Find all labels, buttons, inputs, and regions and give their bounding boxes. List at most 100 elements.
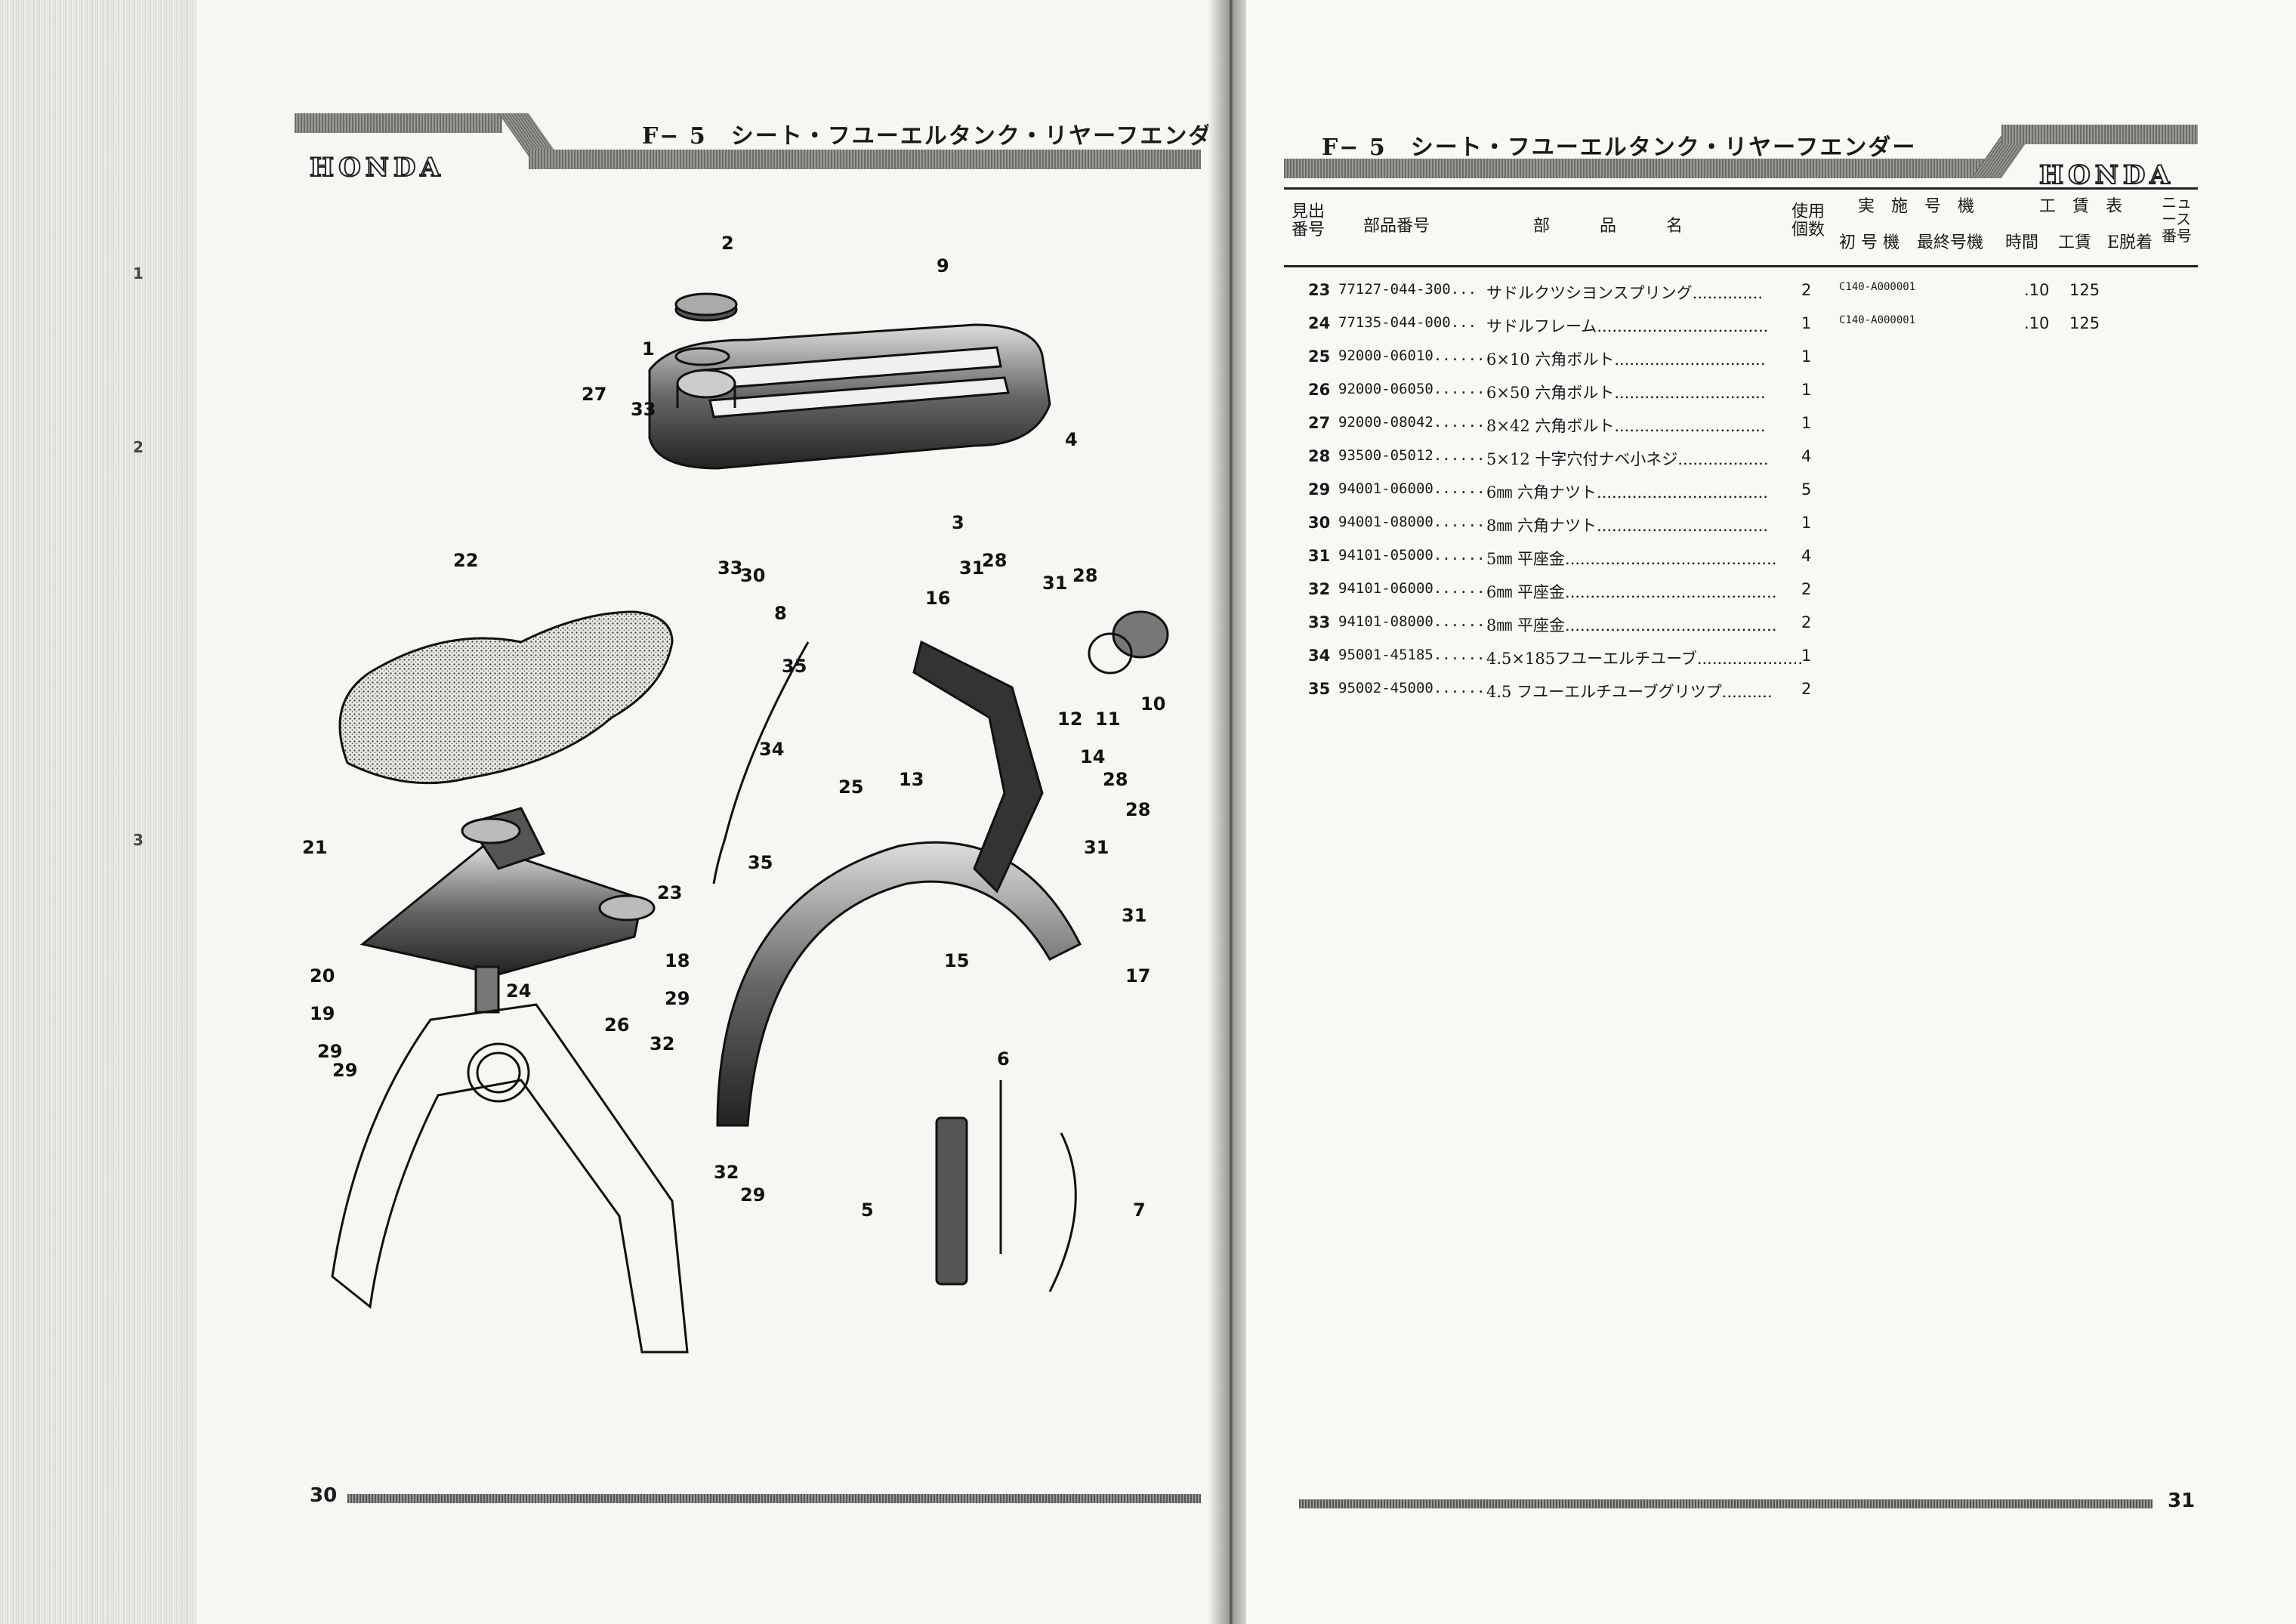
row-quantity: 1 bbox=[1801, 381, 1812, 399]
callout-label: 1 bbox=[642, 338, 655, 360]
row-part-name: 4.5 フユーエルチユーブグリツプ.......... bbox=[1486, 683, 1773, 701]
margin-mark: 1 bbox=[133, 264, 144, 283]
row-time: .10 bbox=[2024, 314, 2050, 332]
row-part-name: 6㎜ 六角ナツト................................… bbox=[1486, 483, 1768, 502]
parts-table-header: 見出 番号 部品番号 部 品 名 使用 個数 実 施 号 機 初 号 機 最終号… bbox=[1284, 187, 2198, 267]
row-quantity: 2 bbox=[1801, 580, 1812, 598]
row-index: 23 bbox=[1308, 281, 1331, 299]
row-part-number: 92000-06050...... bbox=[1338, 381, 1486, 397]
row-part-number: 94101-05000...... bbox=[1338, 547, 1486, 563]
callout-label: 16 bbox=[925, 588, 950, 609]
row-quantity: 4 bbox=[1801, 447, 1812, 465]
row-part-number: 95001-45185...... bbox=[1338, 647, 1486, 663]
row-index: 31 bbox=[1308, 547, 1331, 565]
footer-band bbox=[347, 1494, 1201, 1503]
callout-label: 19 bbox=[310, 1003, 335, 1024]
callout-label: 20 bbox=[310, 965, 335, 986]
row-first-serial: C140-A000001 bbox=[1839, 314, 1916, 326]
callout-label: 29 bbox=[740, 1184, 765, 1206]
row-part-name: 8㎜ 六角ナツト................................… bbox=[1486, 517, 1768, 535]
callout-label: 32 bbox=[650, 1033, 674, 1054]
row-part-number: 94101-08000...... bbox=[1338, 613, 1486, 630]
row-part-number: 94101-06000...... bbox=[1338, 580, 1486, 597]
row-index: 32 bbox=[1308, 580, 1331, 598]
col-part-no: 部品番号 bbox=[1363, 217, 1430, 236]
row-part-number: 94001-08000...... bbox=[1338, 514, 1486, 530]
col-index: 見出 番号 bbox=[1292, 202, 1325, 239]
row-part-name: 5×12 十字穴付ナベ小ネジ.................. bbox=[1486, 450, 1769, 468]
callout-label: 30 bbox=[740, 565, 765, 586]
row-index: 24 bbox=[1308, 314, 1331, 332]
col-name: 部 品 名 bbox=[1533, 217, 1683, 236]
col-labor-group: 工 賃 表 bbox=[2039, 197, 2123, 216]
col-last-no: 最終号機 bbox=[1917, 233, 1984, 252]
table-row: 30 94001-08000......8㎜ 六角ナツト.............… bbox=[1284, 514, 2198, 544]
callout-label: 3 bbox=[952, 512, 964, 533]
col-first-no: 初 号 機 bbox=[1839, 233, 1899, 252]
row-quantity: 2 bbox=[1801, 613, 1812, 631]
row-part-name: 6×10 六角ボルト.............................. bbox=[1486, 350, 1766, 369]
callout-label: 28 bbox=[1072, 565, 1097, 586]
row-index: 26 bbox=[1308, 381, 1331, 399]
row-first-serial: C140-A000001 bbox=[1839, 281, 1916, 293]
callout-label: 15 bbox=[944, 950, 969, 971]
header-band bbox=[1284, 159, 1986, 178]
callout-label: 35 bbox=[748, 852, 773, 873]
row-part-name: サドルフレーム.................................… bbox=[1486, 317, 1769, 335]
col-time: 時間 bbox=[2005, 233, 2039, 252]
row-quantity: 2 bbox=[1801, 281, 1812, 299]
row-index: 34 bbox=[1308, 647, 1331, 665]
row-time: .10 bbox=[2024, 281, 2050, 299]
row-quantity: 1 bbox=[1801, 647, 1812, 665]
callout-label: 25 bbox=[838, 776, 863, 798]
right-page bbox=[1246, 0, 2296, 1624]
callout-label: 32 bbox=[714, 1162, 739, 1183]
page-edges bbox=[0, 0, 196, 1624]
page-number: 31 bbox=[2168, 1490, 2196, 1512]
page-title: F− 5 シート・フユーエルタンク・リヤーフエンダー bbox=[1322, 134, 1917, 161]
row-index: 35 bbox=[1308, 680, 1331, 698]
callout-label: 21 bbox=[302, 837, 327, 858]
row-cost: 125 bbox=[2069, 314, 2100, 332]
callout-label: 10 bbox=[1140, 693, 1165, 715]
col-e-removal: E脱着 bbox=[2107, 233, 2153, 252]
page-title: F− 5 シート・フユーエルタンク・リヤーフエンダー bbox=[642, 123, 1237, 150]
row-quantity: 5 bbox=[1801, 480, 1812, 499]
row-part-name: 4.5×185フユーエルチユーブ..................... bbox=[1486, 650, 1803, 668]
row-part-number: 92000-06010...... bbox=[1338, 347, 1486, 364]
callout-label: 33 bbox=[631, 399, 656, 420]
col-qty: 使用 個数 bbox=[1791, 202, 1825, 239]
row-quantity: 4 bbox=[1801, 547, 1812, 565]
row-part-number: 93500-05012...... bbox=[1338, 447, 1486, 464]
row-index: 28 bbox=[1308, 447, 1331, 465]
callout-label: 7 bbox=[1133, 1199, 1146, 1221]
row-quantity: 1 bbox=[1801, 414, 1812, 432]
callout-label: 28 bbox=[1103, 769, 1128, 790]
row-index: 33 bbox=[1308, 613, 1331, 631]
table-row: 34 95001-45185......4.5×185フユーエルチユーブ.....… bbox=[1284, 647, 2198, 677]
callout-label: 29 bbox=[317, 1041, 342, 1062]
row-quantity: 2 bbox=[1801, 680, 1812, 698]
honda-logo: HONDA bbox=[2038, 159, 2174, 191]
row-part-name: 6×50 六角ボルト.............................. bbox=[1486, 384, 1766, 402]
callout-label: 12 bbox=[1057, 709, 1082, 730]
callout-label: 31 bbox=[1042, 573, 1067, 594]
row-part-number: 77127-044-300... bbox=[1338, 281, 1477, 298]
row-index: 30 bbox=[1308, 514, 1331, 532]
row-part-name: 5㎜ 平座金..................................… bbox=[1486, 550, 1777, 568]
callout-label: 34 bbox=[759, 739, 784, 760]
row-quantity: 1 bbox=[1801, 347, 1812, 366]
header-band bbox=[2001, 125, 2198, 144]
callout-label: 2 bbox=[721, 233, 734, 254]
callout-label: 35 bbox=[782, 656, 807, 677]
header-band bbox=[529, 150, 1201, 169]
callout-label: 9 bbox=[937, 255, 949, 276]
left-page: 1 2 3 HONDA F− 5 シート・フユーエルタンク・リヤーフエンダー bbox=[0, 0, 1239, 1624]
row-index: 29 bbox=[1308, 480, 1331, 499]
callout-label: 28 bbox=[1125, 799, 1150, 820]
